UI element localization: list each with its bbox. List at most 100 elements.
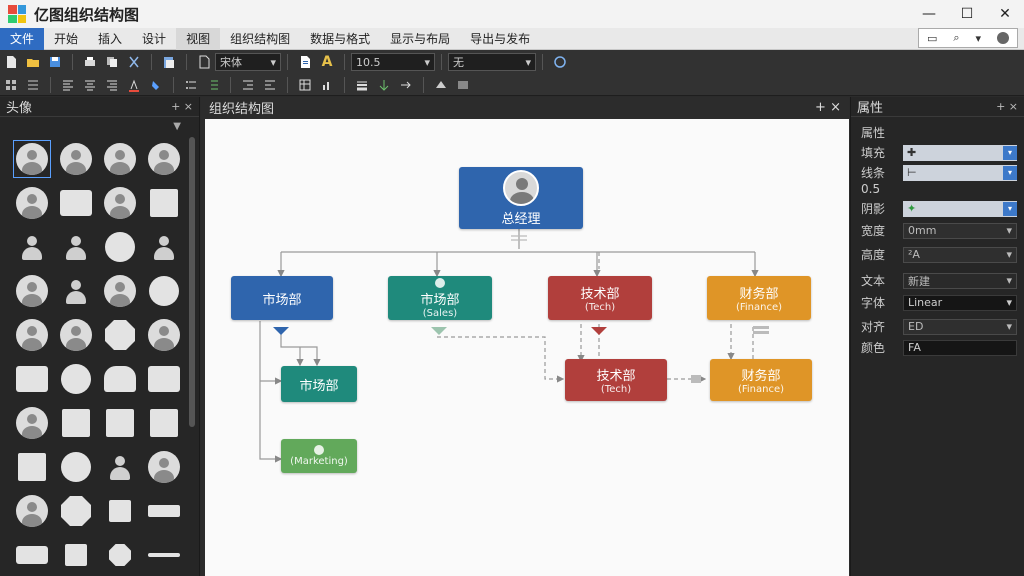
shape-avatar[interactable] [98, 269, 142, 313]
menu-design[interactable]: 设计 [142, 31, 167, 46]
shape-square[interactable] [54, 401, 98, 445]
color-select[interactable]: FA [903, 339, 1017, 356]
shape-person[interactable] [142, 225, 186, 269]
shape-octagon[interactable] [98, 313, 142, 357]
line-style-select[interactable]: 无 ▾ [448, 53, 536, 71]
text-select[interactable]: 新建▾ [903, 272, 1017, 289]
height-input[interactable]: ²A▾ [903, 246, 1017, 263]
theme-icon[interactable] [452, 75, 474, 95]
pin-icon[interactable]: + [171, 100, 181, 113]
numbered-list-icon[interactable] [202, 75, 224, 95]
grid-icon[interactable] [0, 75, 22, 95]
node-sales[interactable]: 市场部 (Sales) [388, 276, 492, 320]
font-family-select[interactable]: 宋体 ▾ [215, 53, 281, 71]
bullet-list-icon[interactable] [180, 75, 202, 95]
shape-square[interactable] [10, 445, 54, 489]
shape-avatar[interactable] [54, 313, 98, 357]
search-icon[interactable]: ⌕ [953, 31, 960, 44]
shape-rect[interactable] [10, 357, 54, 401]
refresh-icon[interactable] [549, 52, 571, 72]
menu-home[interactable]: 开始 [54, 31, 79, 46]
shape-avatar[interactable] [54, 137, 98, 181]
pin-icon[interactable]: + [815, 99, 826, 115]
shape-avatar[interactable] [10, 269, 54, 313]
node-tech[interactable]: 技术部 (Tech) [548, 276, 652, 320]
arrow-style-icon[interactable] [395, 75, 417, 95]
new-file-icon[interactable] [0, 52, 22, 72]
shape-avatar[interactable] [142, 137, 186, 181]
table-icon[interactable] [294, 75, 316, 95]
shape-rect[interactable] [142, 357, 186, 401]
menu-view[interactable]: 视图 [176, 27, 221, 50]
menu-org-chart[interactable]: 组织结构图 [230, 31, 291, 46]
shape-avatar[interactable] [142, 445, 186, 489]
shape-square[interactable] [54, 533, 98, 576]
page-icon[interactable] [193, 52, 215, 72]
drawing-canvas[interactable]: 总经理 市场部 市场部 (Sales) 技术部 (Tech) 财务部 (Fina… [205, 119, 849, 576]
shape-avatar[interactable] [10, 313, 54, 357]
shape-rect[interactable] [54, 181, 98, 225]
chart-icon[interactable] [316, 75, 338, 95]
shape-circle[interactable] [98, 225, 142, 269]
shape-circle[interactable] [54, 357, 98, 401]
search-dropdown-icon[interactable]: ▾ [975, 31, 982, 45]
copy-icon[interactable] [101, 52, 123, 72]
minimize-button[interactable]: — [922, 6, 936, 22]
align-right-icon[interactable] [101, 75, 123, 95]
text-color-icon[interactable] [123, 75, 145, 95]
menu-data-format[interactable]: 数据与格式 [310, 31, 371, 46]
shape-style-icon[interactable] [430, 75, 452, 95]
close-icon[interactable]: × [830, 99, 841, 115]
search-box[interactable]: ▭ ⌕ ▾ [918, 28, 1018, 48]
shape-square[interactable] [142, 181, 186, 225]
shadow-select[interactable]: ✦▾ [903, 200, 1017, 217]
outdent-icon[interactable] [259, 75, 281, 95]
line-select[interactable]: ⊢▾ [903, 164, 1017, 181]
fill-select[interactable]: ✚▾ [903, 144, 1017, 161]
align-center-icon[interactable] [79, 75, 101, 95]
menu-display-layout[interactable]: 显示与布局 [390, 31, 451, 46]
menu-export[interactable]: 导出与发布 [470, 31, 531, 46]
shape-avatar[interactable] [142, 313, 186, 357]
close-icon[interactable]: × [1008, 100, 1018, 113]
node-marketing[interactable]: 市场部 [231, 276, 333, 320]
shape-person[interactable] [98, 445, 142, 489]
shape-library-scrollbar[interactable] [189, 137, 195, 427]
shape-circle[interactable] [142, 269, 186, 313]
font-select[interactable]: Linear▾ [903, 294, 1017, 311]
shape-circle[interactable] [54, 445, 98, 489]
indent-icon[interactable] [237, 75, 259, 95]
shape-avatar[interactable] [10, 401, 54, 445]
align-left-icon[interactable] [57, 75, 79, 95]
node-finance[interactable]: 财务部 (Finance) [707, 276, 811, 320]
menu-insert[interactable]: 插入 [98, 31, 123, 46]
width-input[interactable]: 0mm▾ [903, 222, 1017, 239]
shape-octagon[interactable] [54, 489, 98, 533]
node-marketing-sub[interactable]: (Marketing) [281, 439, 357, 473]
node-general-manager[interactable]: 总经理 [459, 167, 583, 229]
menu-file[interactable]: 文件 [0, 27, 45, 50]
shape-person[interactable] [54, 225, 98, 269]
pin-icon[interactable]: + [996, 100, 1006, 113]
shape-square[interactable] [98, 489, 142, 533]
close-icon[interactable]: × [183, 100, 193, 113]
shape-square[interactable] [142, 401, 186, 445]
shape-person[interactable] [10, 225, 54, 269]
line-weight-icon[interactable] [351, 75, 373, 95]
shape-avatar[interactable] [10, 489, 54, 533]
node-marketing-child[interactable]: 市场部 [281, 366, 357, 402]
shape-bar[interactable] [142, 489, 186, 533]
align-select[interactable]: ED▾ [903, 318, 1017, 335]
shape-bar[interactable] [142, 533, 186, 576]
node-finance-child[interactable]: 财务部 (Finance) [710, 359, 812, 401]
shape-avatar[interactable] [98, 137, 142, 181]
fill-icon[interactable] [145, 75, 167, 95]
shape-avatar[interactable] [98, 181, 142, 225]
list-icon[interactable] [22, 75, 44, 95]
shape-rect[interactable] [98, 357, 142, 401]
save-icon[interactable] [44, 52, 66, 72]
shape-square[interactable] [98, 401, 142, 445]
help-icon[interactable] [997, 32, 1009, 44]
filter-icon[interactable]: ▼ [173, 121, 181, 132]
shape-rect[interactable] [10, 533, 54, 576]
